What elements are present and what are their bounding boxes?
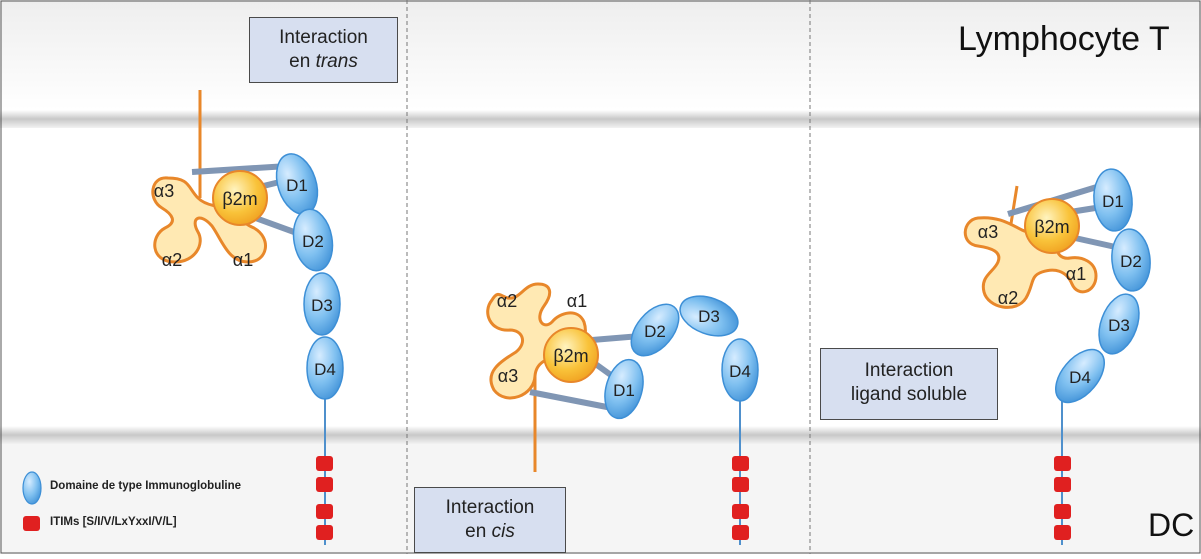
label-d3: D3	[698, 307, 720, 326]
label-d2: D2	[644, 322, 666, 341]
ig-domain-d3	[1098, 293, 1140, 355]
interaction-soluble-box: Interaction ligand soluble	[820, 348, 998, 420]
label-a1: α1	[567, 291, 587, 311]
interaction-cis-line2: en cis	[465, 521, 515, 542]
itim-box	[1054, 504, 1071, 519]
label-b2m: β2m	[553, 346, 588, 366]
label-a2: α2	[162, 250, 182, 270]
label-a1: α1	[233, 250, 253, 270]
b2m-domain	[212, 170, 268, 226]
label-d2: D2	[302, 232, 324, 251]
ig-domain-d3	[303, 272, 341, 336]
b2m-domain	[543, 327, 599, 383]
panel-trans: α3 β2m α2 α1 D1 D2 D3 D4	[151, 90, 344, 545]
itim-box	[732, 456, 749, 471]
ig-domain-d3	[679, 295, 739, 337]
itim-box	[316, 504, 333, 519]
label-d1: D1	[1102, 192, 1124, 211]
dc-membrane	[0, 426, 1201, 444]
label-b2m: β2m	[222, 189, 257, 209]
dc-label: DC	[1148, 507, 1195, 543]
ig-domain-d2	[292, 208, 334, 272]
ig-domain-d2	[630, 303, 680, 357]
link-bar	[529, 389, 613, 411]
legend-itim: ITIMs [S/I/V/LxYxxI/V/L]	[50, 516, 177, 528]
ig-domain-d4	[306, 336, 344, 400]
itim-box	[1054, 477, 1071, 492]
ig-domain-d2	[1111, 228, 1151, 292]
itim-box	[1054, 525, 1071, 540]
dc-cytoplasm	[0, 444, 1201, 554]
legend-ig-text: Domaine de type Immunoglobuline	[50, 480, 242, 492]
label-a2: α2	[998, 288, 1018, 308]
panel-soluble: α3 β2m α2 α1 D1 D2 D3 D4	[963, 168, 1151, 545]
itim-box	[316, 525, 333, 540]
itim-box	[732, 504, 749, 519]
ig-domain-d4	[721, 338, 759, 402]
label-d2: D2	[1120, 252, 1142, 271]
label-a1: α1	[1066, 264, 1086, 284]
label-b2m: β2m	[1034, 217, 1069, 237]
hla-tail-soluble	[1008, 185, 1019, 231]
itim-box	[1054, 456, 1071, 471]
label-d3: D3	[311, 296, 333, 315]
label-d3: D3	[1108, 316, 1130, 335]
interaction-trans-box: Interaction en trans	[249, 17, 398, 83]
t-cell-membrane	[0, 110, 1201, 128]
label-d1: D1	[613, 381, 635, 400]
legend-ig-icon	[22, 471, 42, 505]
legend-itim-icon	[23, 516, 40, 531]
b2m-domain	[1024, 198, 1080, 254]
panel-cis: α2 α1 α3 β2m D1 D2 D3 D4	[486, 282, 759, 545]
label-a3: α3	[498, 366, 518, 386]
label-d4: D4	[729, 362, 751, 381]
itim-box	[316, 477, 333, 492]
itim-box	[316, 456, 333, 471]
link-bar	[191, 163, 289, 175]
label-d4: D4	[314, 360, 336, 379]
interaction-soluble-line2: ligand soluble	[850, 384, 968, 405]
interaction-soluble-line1: Interaction	[864, 360, 954, 381]
label-a3: α3	[154, 181, 174, 201]
interaction-trans-line2: en trans	[289, 51, 358, 72]
itim-box	[732, 477, 749, 492]
itim-box	[732, 525, 749, 540]
label-a3: α3	[978, 222, 998, 242]
label-d1: D1	[286, 176, 308, 195]
interaction-cis-box: Interaction en cis	[414, 487, 566, 553]
ig-domain-d4	[1055, 348, 1105, 404]
ig-domain-d1	[1093, 168, 1133, 232]
t-lymphocyte-label: Lymphocyte T	[958, 20, 1170, 58]
interaction-trans-line1: Interaction	[279, 27, 368, 48]
legend-ig: Domaine de type Immunoglobuline	[50, 480, 241, 492]
label-d4: D4	[1069, 368, 1091, 387]
label-a2: α2	[497, 291, 517, 311]
legend-itim-text: ITIMs [S/I/V/LxYxxI/V/L]	[50, 516, 177, 528]
interaction-cis-line1: Interaction	[445, 497, 535, 518]
ig-domain-d1	[604, 358, 644, 420]
